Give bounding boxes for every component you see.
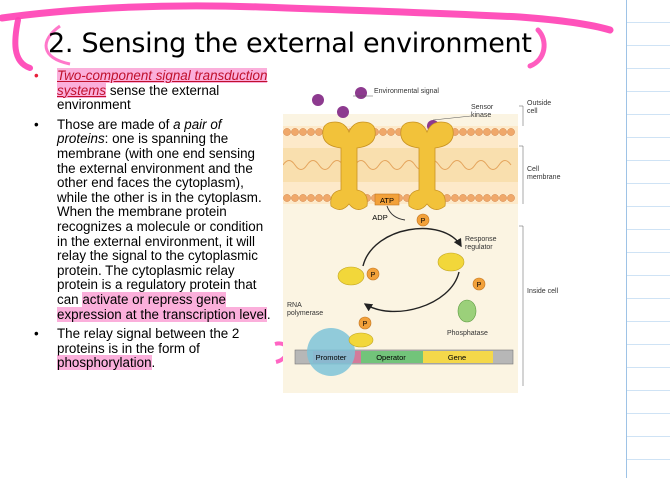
phospholipid-head [499, 128, 507, 136]
phosphorylation-arrow [362, 227, 462, 267]
phospholipid-head [459, 194, 467, 202]
signal-molecule [355, 87, 367, 99]
bullet-text: Those are made of [57, 116, 174, 132]
diagram-svg: ATP ADP P P P P Promoter Operator Gene [282, 87, 524, 393]
bullet-text: . [151, 355, 156, 371]
bullet-item-3: • The relay signal between the 2 protein… [34, 326, 272, 371]
phospholipid-head [459, 128, 467, 136]
phospholipid-head [507, 194, 515, 202]
phospholipid-head [475, 194, 483, 202]
dephosphorylation-arrow [363, 271, 460, 313]
bullet-item-1: • Two-component signal transduction syst… [34, 68, 272, 113]
gene-label: Gene [448, 353, 466, 362]
bullet-text: : one is spanning the membrane (with one… [57, 131, 264, 307]
phospholipid-head [283, 194, 291, 202]
phospholipid-head [451, 194, 459, 202]
slide-title: 2. Sensing the external environment [48, 28, 532, 59]
bullet-list: • Two-component signal transduction syst… [34, 68, 272, 376]
phospholipid-head [283, 128, 291, 136]
phospholipid-head [499, 194, 507, 202]
phospholipid-head [467, 128, 475, 136]
bullet-emphasis: a pair of proteins [57, 116, 222, 147]
inside-cell-label: Inside cell [527, 288, 559, 295]
rna-polymerase [307, 328, 355, 376]
cell-membrane-bilayer [282, 126, 518, 204]
phosphatase-label: Phosphatase [447, 330, 488, 337]
link-two-component-systems[interactable]: Two-component signal transduction system… [57, 68, 268, 98]
signal-molecule [312, 94, 324, 106]
phospholipid-head [491, 128, 499, 136]
phospholipid-head [299, 128, 307, 136]
outside-cell-label: Outside cell [527, 100, 552, 115]
atp-label: ATP [380, 196, 394, 205]
signal-molecule [337, 106, 349, 118]
phosphate-label: P [421, 218, 426, 225]
phospholipid-head [387, 128, 395, 136]
highlighted-text: phosphorylation [57, 355, 152, 371]
cell-membrane-label: Cell membrane [527, 166, 561, 181]
bullet-dot-icon: • [34, 68, 39, 83]
phospholipid-head [315, 128, 323, 136]
environmental-signal-label: Environmental signal [374, 88, 439, 95]
phospholipid-head [475, 128, 483, 136]
phosphate-label: P [363, 321, 368, 328]
notebook-lined-panel [626, 0, 670, 478]
phospholipid-head [379, 128, 387, 136]
phospholipid-head [315, 194, 323, 202]
bullet-dot-icon: • [34, 326, 39, 342]
highlighted-text: activate or repress gene expression at t… [57, 291, 267, 322]
phospholipid-head [307, 128, 315, 136]
phospholipid-head [291, 194, 299, 202]
bullet-text: . [266, 306, 271, 322]
response-regulator-protein [337, 266, 365, 286]
rna-polymerase-label: RNA polymerase [287, 302, 324, 317]
response-regulator-label: Response regulator [465, 236, 497, 251]
bullet-item-2: • Those are made of a pair of proteins: … [34, 116, 272, 322]
adp-label: ADP [372, 213, 387, 222]
gene-region [423, 351, 493, 363]
phospholipid-head [491, 194, 499, 202]
two-component-diagram: ATP ADP P P P P Promoter Operator Gene [282, 86, 568, 393]
phospholipid-head [467, 194, 475, 202]
phosphate-label: P [371, 272, 376, 279]
phospholipid-head [291, 128, 299, 136]
phospholipid-head [483, 194, 491, 202]
phospholipid-head [307, 194, 315, 202]
phosphate-icon [416, 213, 430, 227]
phospholipid-head [323, 194, 331, 202]
operator-label: Operator [376, 353, 406, 362]
phosphate-icon [472, 277, 486, 291]
operator-region [361, 351, 423, 363]
phospholipid-head [483, 128, 491, 136]
promoter-label: Promoter [316, 353, 347, 362]
phospholipid-head [507, 128, 515, 136]
phospholipid-head [299, 194, 307, 202]
phosphatase-protein [457, 299, 477, 323]
response-regulator-protein [437, 252, 465, 272]
phosphate-label: P [477, 282, 482, 289]
sensor-kinase-label: Sensor kinase [471, 104, 494, 119]
bound-regulator-protein [348, 332, 374, 348]
phosphate-icon [366, 267, 380, 281]
bullet-text: sense the external environment [57, 82, 220, 113]
bullet-dot-icon: • [34, 116, 39, 132]
sensor-kinase-protein [322, 121, 454, 210]
bullet-text: The relay signal between the 2 proteins … [57, 326, 240, 356]
phosphate-icon [358, 316, 372, 330]
atp-box [374, 193, 400, 206]
